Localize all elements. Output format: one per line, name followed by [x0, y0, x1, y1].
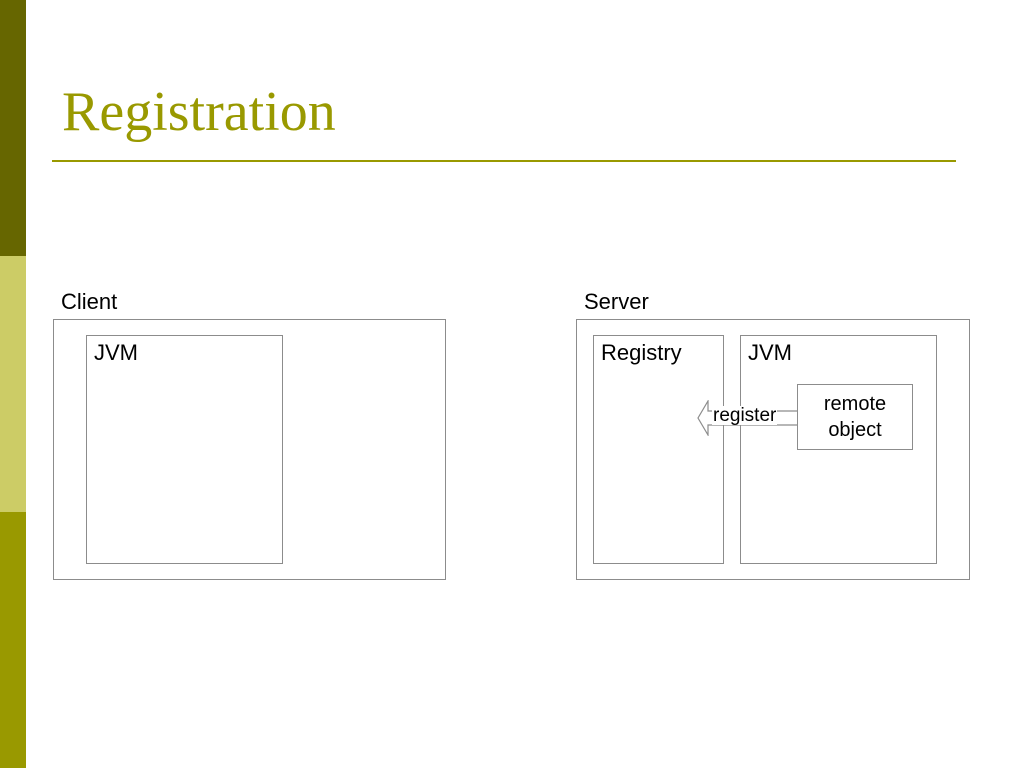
slide-title: Registration [62, 81, 336, 143]
client-jvm-label: JVM [94, 340, 138, 365]
client-label: Client [61, 289, 118, 314]
server-label: Server [584, 289, 649, 314]
server-jvm-label: JVM [748, 340, 792, 365]
remote-object-label: remote object [823, 393, 887, 441]
side-band-top [0, 0, 26, 256]
side-band-middle [0, 256, 26, 512]
registry-label: Registry [601, 340, 682, 365]
registry-box: Registry [593, 335, 724, 564]
remote-object-box: remote object [797, 384, 913, 450]
side-band-bottom [0, 512, 26, 768]
register-arrow-label: register [712, 405, 778, 426]
title-rule [52, 160, 956, 162]
client-jvm-box: JVM [86, 335, 283, 564]
